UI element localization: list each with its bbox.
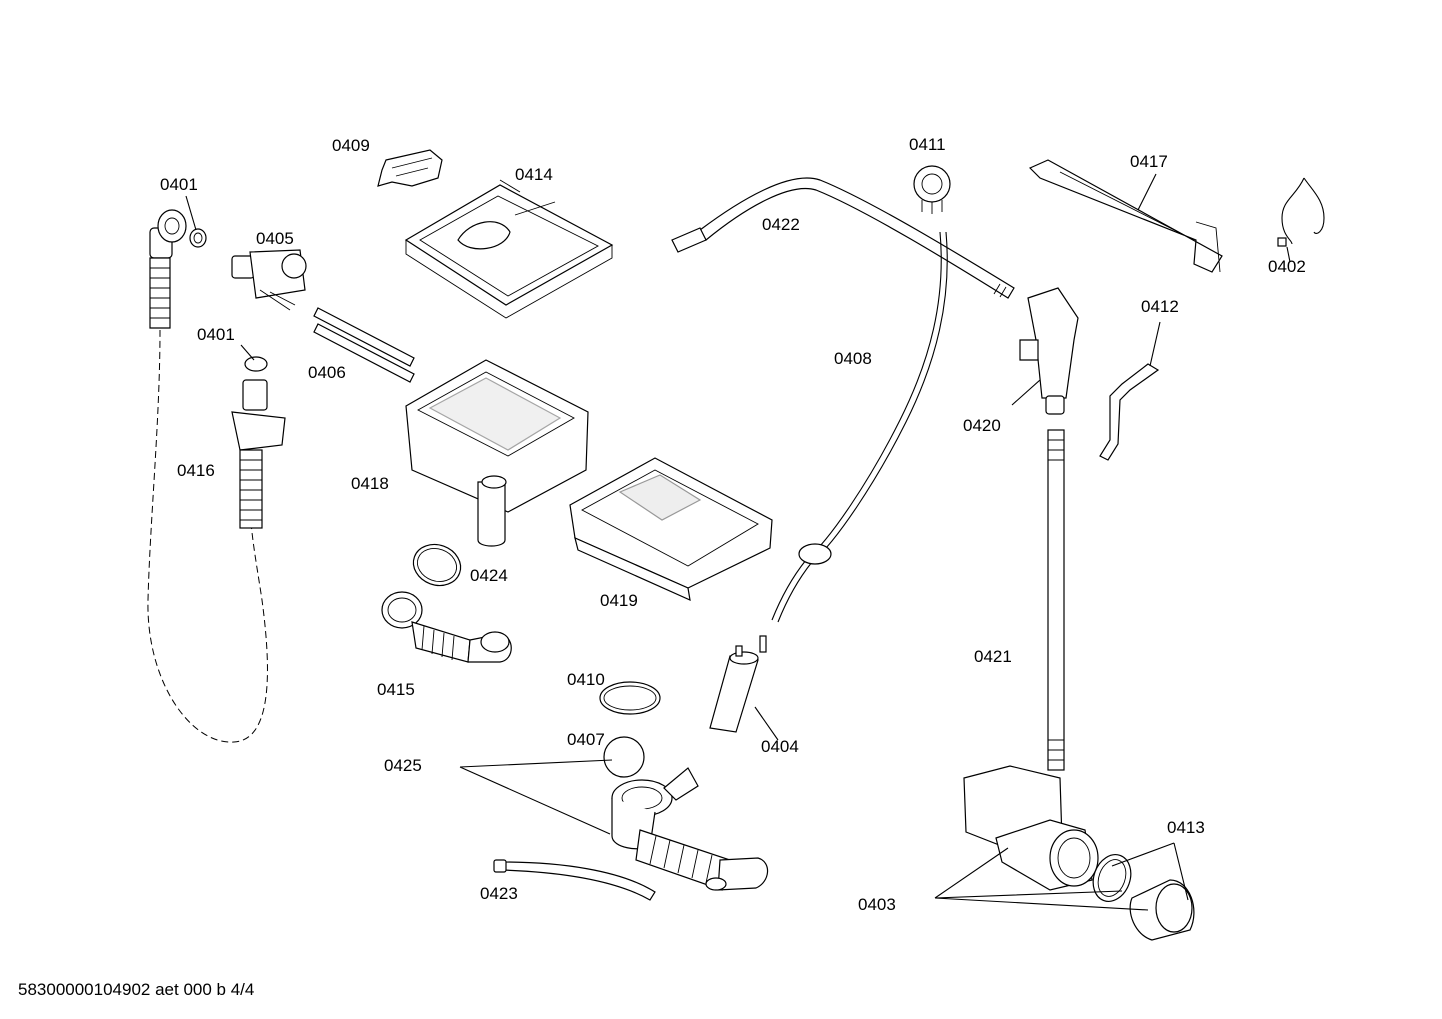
part-0408-tube: [771, 231, 948, 623]
label-0423: 0423: [480, 884, 518, 903]
label-0409: 0409: [332, 136, 370, 155]
label-0406: 0406: [308, 363, 346, 382]
part-0416-inlet-hose: [231, 356, 286, 529]
part-0412-rod: [1099, 363, 1160, 461]
label-0404: 0404: [761, 737, 799, 756]
part-0401-hose-connector: [149, 209, 207, 329]
label-0417: 0417: [1130, 152, 1168, 171]
part-0419-dispenser-drawer: [569, 457, 773, 602]
leader-lines: [185, 173, 1291, 911]
hose-path-dashed: [147, 329, 268, 743]
label-0411: 0411: [909, 135, 946, 154]
part-0425-sump: [611, 767, 769, 891]
label-0403: 0403: [858, 895, 896, 914]
label-0413: 0413: [1167, 818, 1205, 837]
part-0424-ring: [412, 543, 462, 587]
label-0414: 0414: [515, 165, 553, 184]
part-0420-fitting: [1019, 287, 1079, 415]
label-0415: 0415: [377, 680, 415, 699]
part-0414-frame: [404, 179, 614, 319]
label-0418: 0418: [351, 474, 389, 493]
label-0407: 0407: [567, 730, 605, 749]
label-0405: 0405: [256, 229, 294, 248]
part-0405-inlet-valve: [231, 249, 307, 311]
part-0409-bracket: [377, 149, 443, 187]
part-0404-element: [709, 635, 767, 733]
part-0403-pump: [963, 765, 1195, 941]
part-0422-pipe: [671, 177, 1015, 299]
label-0419: 0419: [600, 591, 638, 610]
label-0401-bottom: 0401: [197, 325, 235, 344]
part-0423-hose: [493, 859, 656, 901]
label-0412: 0412: [1141, 297, 1179, 316]
part-0417-rail: [1028, 159, 1223, 273]
part-0418-dispenser-housing: [405, 359, 589, 547]
part-0421-hose: [1047, 429, 1065, 771]
part-0415-bellow: [381, 591, 512, 663]
label-0402: 0402: [1268, 257, 1306, 276]
label-0421: 0421: [974, 647, 1012, 666]
part-0407-ball: [603, 736, 645, 778]
label-0422: 0422: [762, 215, 800, 234]
document-footer: 58300000104902 aet 000 b 4/4: [18, 980, 255, 999]
part-0406-rods: [313, 307, 415, 383]
part-labels: 0401 0401 0402 0403 0404 0405 0406 0407 …: [160, 135, 1306, 914]
label-0401-top: 0401: [160, 175, 198, 194]
label-0420: 0420: [963, 416, 1001, 435]
part-0410-ring: [599, 681, 661, 715]
label-0424: 0424: [470, 566, 508, 585]
part-0411-pressure-switch: [913, 165, 951, 214]
label-0425: 0425: [384, 756, 422, 775]
label-0416: 0416: [177, 461, 215, 480]
label-0410: 0410: [567, 670, 605, 689]
part-0402-hook: [1277, 177, 1325, 247]
label-0408: 0408: [834, 349, 872, 368]
